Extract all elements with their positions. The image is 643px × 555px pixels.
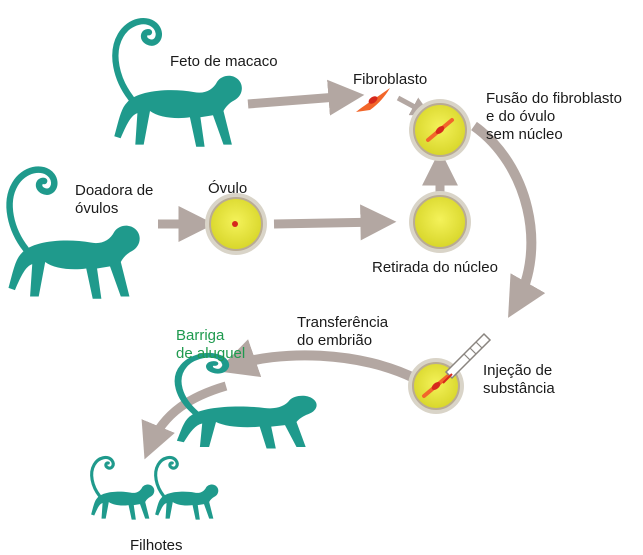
pipette-icon — [442, 332, 492, 384]
arrow-barriga-to-filhotes — [141, 381, 228, 460]
label-ovulo: Óvulo — [208, 180, 248, 197]
label-filhotes: Filhotes — [130, 537, 183, 554]
enucleated-cell-icon — [409, 191, 471, 253]
label-injecao-de-substancia: Injeção de substância — [483, 362, 555, 397]
fibroblast-icon — [356, 88, 390, 112]
arrow-ovulo-to-retirada — [273, 204, 397, 241]
label-transferencia-do-embriao: Transferência do embrião — [297, 314, 389, 349]
label-fibroblasto: Fibroblasto — [353, 71, 428, 88]
label-retirada-do-nucleo: Retirada do núcleo — [372, 259, 498, 276]
arrows — [141, 79, 546, 460]
label-barriga-de-aluguel: Barriga de aluguel — [176, 327, 246, 362]
label-feto-de-macaco: Feto de macaco — [170, 53, 278, 70]
monkey-filhote-1-icon — [89, 455, 156, 522]
label-fusao: Fusão do fibroblasto e do óvulo sem núcl… — [486, 90, 622, 143]
monkey-filhote-2-icon — [153, 455, 220, 522]
label-doadora-de-ovulos: Doadora de óvulos — [75, 182, 154, 217]
arrow-fusao-to-injecao — [471, 121, 546, 318]
arrow-injecao-to-barriga — [216, 339, 421, 385]
fused-cell-icon — [409, 99, 471, 161]
arrow-feto-to-fibroblasto — [247, 79, 365, 116]
ovulo-cell-icon — [205, 193, 267, 255]
monkey-feto-icon — [114, 21, 242, 147]
monkey-barriga-icon — [177, 355, 317, 448]
